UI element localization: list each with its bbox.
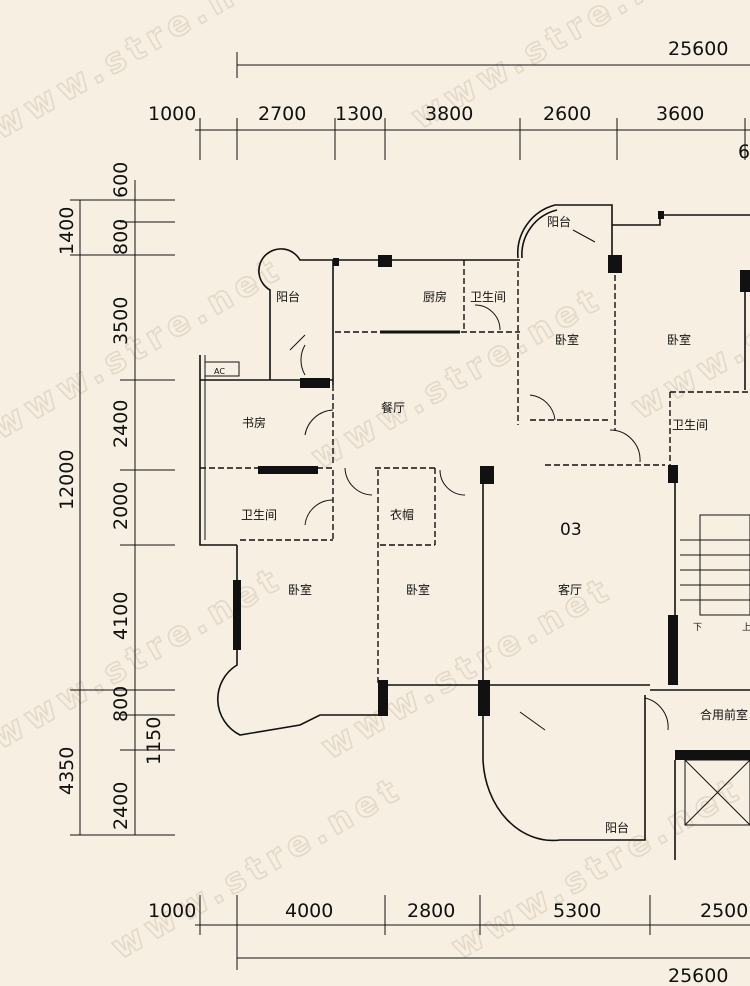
dim-left-inner: 2000 bbox=[110, 482, 132, 530]
dim-left-inner: 600 bbox=[110, 162, 132, 198]
dim-top: 6 bbox=[738, 141, 750, 163]
dim-top: 1000 bbox=[148, 103, 196, 125]
dim-left-outer: 4350 bbox=[56, 747, 78, 795]
room-label-bedroom-sw: 卧室 bbox=[288, 582, 312, 597]
watermark: www.stre.net bbox=[315, 568, 621, 768]
ac-label: AC bbox=[214, 367, 225, 376]
watermark: www.stre.net bbox=[625, 228, 750, 428]
dim-bottom: 2800 bbox=[407, 900, 455, 922]
watermark: www.stre.net bbox=[105, 768, 411, 968]
dim-left-inner: 800 bbox=[110, 686, 132, 722]
room-label-bedroom-north1: 卧室 bbox=[555, 332, 579, 347]
dim-bottom: 1000 bbox=[148, 900, 196, 922]
dim-left-inner: 2400 bbox=[110, 782, 132, 830]
watermark: www.stre.net bbox=[305, 278, 611, 478]
stair-up-label: 上 bbox=[742, 622, 750, 633]
stair-down-label: 下 bbox=[693, 623, 702, 633]
dim-top-total: 25600 bbox=[668, 38, 728, 60]
room-labels: 阳台 厨房 卫生间 阳台 卧室 卧室 书房 餐厅 卫生间 卫生间 衣帽 03 卧… bbox=[214, 214, 750, 835]
dim-left-inner: 800 bbox=[110, 219, 132, 255]
room-label-bath-north: 卫生间 bbox=[470, 290, 506, 304]
room-label-bath-west: 卫生间 bbox=[241, 508, 277, 522]
dim-bottom: 2500 bbox=[700, 900, 748, 922]
dim-bottom: 4000 bbox=[285, 900, 333, 922]
dim-bottom: 5300 bbox=[553, 900, 601, 922]
dim-top: 2600 bbox=[543, 103, 591, 125]
watermark: www.stre.net bbox=[445, 768, 750, 968]
room-label-dining: 餐厅 bbox=[381, 400, 405, 415]
room-label-closet: 衣帽 bbox=[390, 507, 414, 522]
dim-left-outer: 12000 bbox=[56, 450, 78, 510]
left-dimensions: 1400 12000 4350 600 800 3500 2400 2000 4… bbox=[56, 162, 175, 836]
dim-left-inner: 4100 bbox=[110, 592, 132, 640]
walls bbox=[199, 204, 750, 860]
dim-top: 2700 bbox=[258, 103, 306, 125]
room-label-kitchen: 厨房 bbox=[423, 289, 447, 304]
dim-top: 1300 bbox=[335, 103, 383, 125]
top-dimensions: 25600 1000 2700 1300 3800 2600 3600 6 bbox=[148, 38, 750, 163]
room-label-balcony-west: 阳台 bbox=[276, 289, 300, 304]
room-label-bedroom-s: 卧室 bbox=[406, 582, 430, 597]
unit-number: 03 bbox=[560, 520, 582, 540]
dim-left-outer: 1400 bbox=[56, 207, 78, 255]
room-label-balcony-north: 阳台 bbox=[547, 214, 571, 229]
room-label-study: 书房 bbox=[242, 415, 266, 430]
room-label-lobby: 合用前室 bbox=[700, 707, 748, 722]
dim-left-inner: 2400 bbox=[110, 400, 132, 448]
room-label-living: 客厅 bbox=[558, 582, 582, 597]
dim-top: 3800 bbox=[425, 103, 473, 125]
room-label-balcony-south: 阳台 bbox=[605, 820, 629, 835]
watermark: www.stre.net bbox=[0, 0, 290, 148]
room-label-bath-east: 卫生间 bbox=[672, 418, 708, 432]
dim-left-inner: 1150 bbox=[143, 717, 165, 765]
dim-left-inner: 3500 bbox=[110, 297, 132, 345]
dim-top: 3600 bbox=[656, 103, 704, 125]
dim-bottom-total: 25600 bbox=[668, 965, 728, 986]
room-label-bedroom-north2: 卧室 bbox=[667, 332, 691, 347]
bottom-dimensions: 1000 4000 2800 5300 2500 25600 bbox=[148, 895, 750, 986]
